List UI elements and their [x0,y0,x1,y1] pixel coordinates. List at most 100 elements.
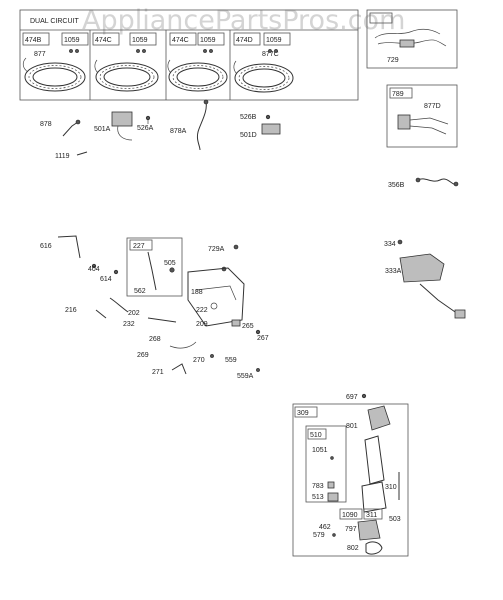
part-559-label: 559 [225,357,237,364]
spark-wire-icon [419,283,459,315]
part-271-label: 271 [152,369,164,376]
part-526b-label: 526B [240,114,257,121]
part-270-label: 270 [193,357,205,364]
part-616-label: 616 [40,243,52,250]
regulator-icon [397,114,411,130]
diode-icon [261,123,281,135]
variant-4-screw-label: 1059 [266,37,282,44]
part-188-label: 188 [191,289,203,296]
stator-ring-icon [168,62,228,92]
part-878a-label: 878A [170,128,187,135]
part-878-label: 878 [40,121,52,128]
variant-4-assembly-label: 474D [236,37,253,44]
part-505-label: 505 [164,260,176,267]
variant-3-assembly-label: 474C [172,37,189,44]
variant-4-stator-label: 877C [262,51,279,58]
starter-motor-box[interactable]: 697 309 801 510 1051 783 513 310 503 109… [292,393,409,557]
part-801-label: 801 [346,423,358,430]
alternator-panel: DUAL CIRCUIT 474B 1059 877 474C 1059 [19,9,359,101]
stator-ring-icon [234,63,294,93]
part-334-label: 334 [384,241,396,248]
part-216-label: 216 [65,307,77,314]
variant-2-screw-label: 1059 [132,37,148,44]
screw-icon [69,49,73,53]
kit-box-lower-header: 789 [392,91,404,98]
part-404-label: 404 [88,266,100,273]
part-697-label: 697 [346,394,358,401]
part-559a-label: 559A [237,373,254,380]
part-1051-label: 1051 [312,447,328,454]
part-501a-label: 501A [94,126,111,133]
part-562-label: 562 [134,288,146,295]
ignition-coil-icon [399,253,445,283]
starter-housing-icon [361,481,387,513]
kit-227-header: 227 [133,243,145,250]
part-268-label: 268 [149,336,161,343]
part-462-label: 462 [319,524,331,531]
variant-1-screw-label: 1059 [64,37,80,44]
alternator-variant-4[interactable]: 474D 1059 877C [233,32,294,93]
part-797-label: 797 [345,526,357,533]
drive-part-label: 311 [366,512,377,519]
starter-box-header: 309 [297,410,309,417]
governor-arm-icon [147,251,157,291]
screw-icon [209,49,213,53]
connector-icon [399,39,415,48]
wire-icon [417,178,457,185]
stator-ring-icon [24,62,86,92]
part-232-label: 232 [123,321,135,328]
kit-box-upper[interactable]: 729 [366,9,458,69]
starter-drive-icon [367,405,391,431]
screw-icon [136,49,140,53]
spring-icon [147,317,177,323]
stator-ring-icon [95,62,159,92]
screw-icon [274,49,278,53]
part-1119-label: 1119 [55,153,70,160]
harness-parts: 878 501A 526A 878A 526B 501D 1119 356B [40,99,459,189]
drive-box-header: 1090 [342,512,358,519]
part-265-label: 265 [242,323,254,330]
ignition-module: 334 333A [384,239,466,319]
part-783-label: 783 [312,483,324,490]
armature-icon [364,435,385,485]
brush-box-header: 510 [310,432,322,439]
link-icon [95,309,107,319]
variant-1-title: DUAL CIRCUIT [30,18,79,25]
variant-1-assembly-label: 474B [25,37,42,44]
shaft-icon [57,235,81,259]
end-cap-icon [357,519,381,541]
part-356b-label: 356B [388,182,405,189]
alternator-variant-2[interactable]: 474C 1059 [92,32,159,92]
part-503-label: 503 [389,516,401,523]
variant-1-stator-label: 877 [34,51,46,58]
part-579-label: 579 [313,532,325,539]
part-222-label: 222 [196,307,208,314]
kit-box-lower[interactable]: 789 877D [386,84,458,148]
part-614-label: 614 [100,276,112,283]
part-729a-label: 729A [208,246,225,253]
screw-icon [268,49,272,53]
part-267-label: 267 [257,335,269,342]
bracket-icon [171,363,187,375]
part-802-label: 802 [347,545,359,552]
screw-icon [203,49,207,53]
wire-icon [196,101,207,151]
part-333a-label: 333A [385,268,402,275]
variant-3-screw-label: 1059 [200,37,216,44]
screw-icon [142,49,146,53]
end-plate-icon [365,541,383,555]
part-202-label: 202 [128,310,140,317]
rectifier-icon [111,111,133,127]
screw-icon [75,49,79,53]
control-bracket-icon [187,267,245,327]
part-877d-label: 877D [424,103,441,110]
part-269-label: 269 [137,352,149,359]
variant-2-assembly-label: 474C [95,37,112,44]
part-729-label: 729 [387,57,399,64]
part-310-label: 310 [385,484,397,491]
part-526a-label: 526A [137,125,154,132]
wire-icon [62,121,79,137]
alternator-variant-1[interactable]: DUAL CIRCUIT 474B 1059 877 [22,18,89,92]
alternator-variant-3[interactable]: 474C 1059 [167,32,228,92]
